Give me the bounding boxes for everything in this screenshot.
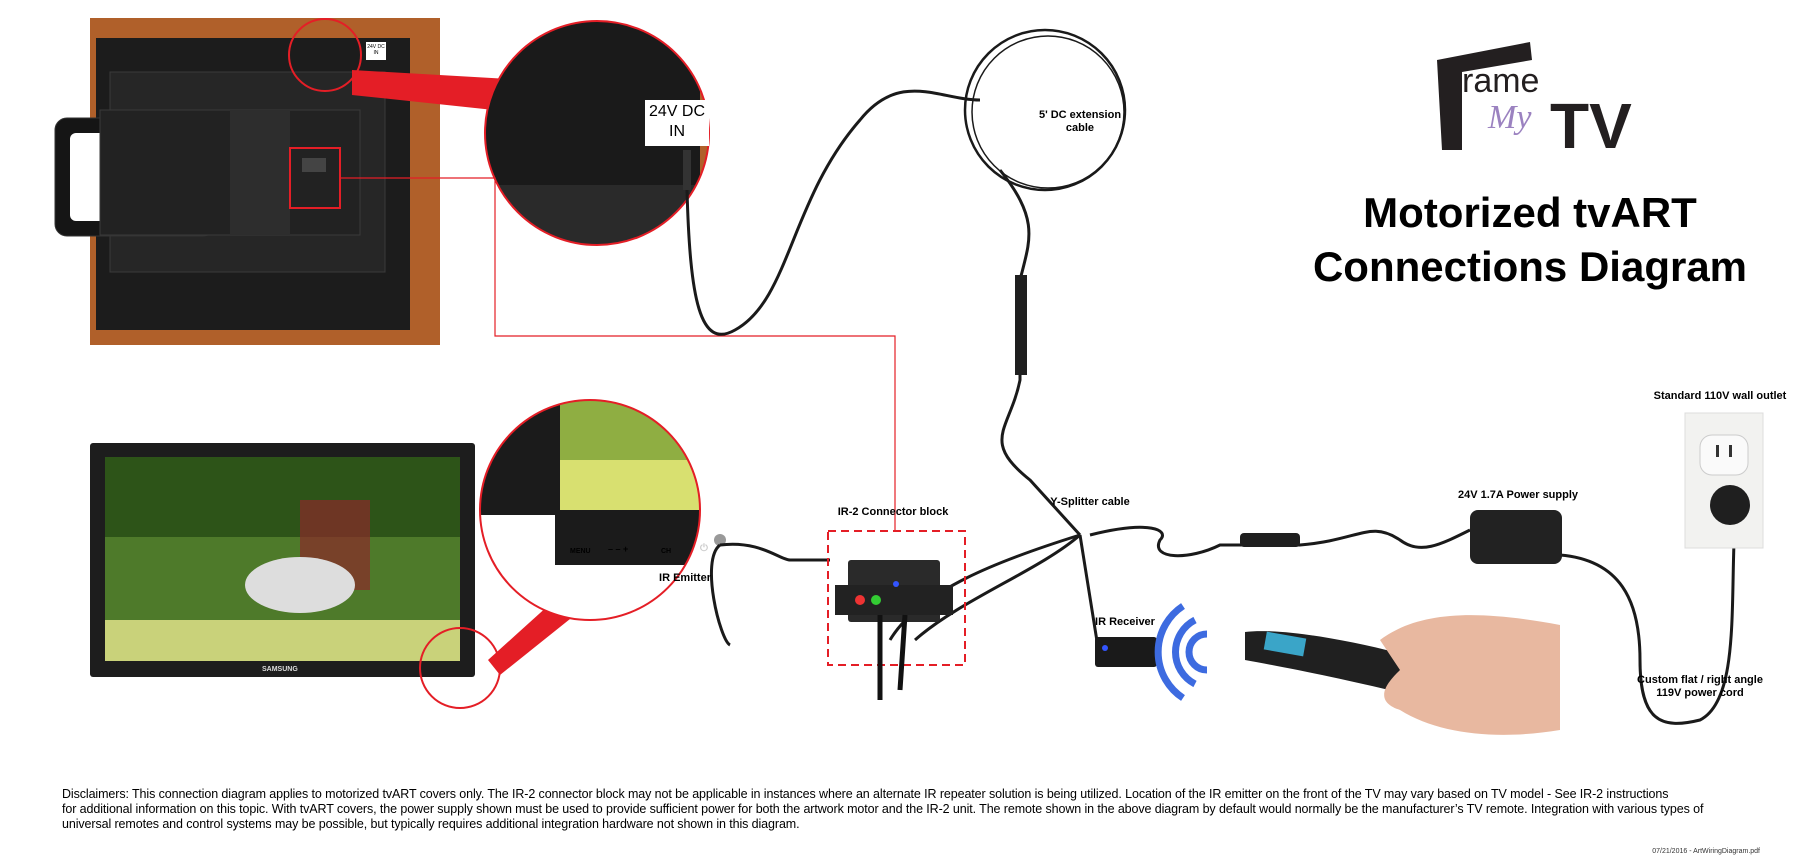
ir-receiver xyxy=(1095,637,1157,667)
callout-line-ir2 xyxy=(340,177,896,530)
label-ir-emitter: IR Emitter xyxy=(659,572,711,584)
label-dc-extension-line2: cable xyxy=(1065,122,1095,134)
frame-my-tv-logo: rame My TV xyxy=(1437,42,1632,162)
label-ir2-block: IR-2 Connector block xyxy=(837,506,949,518)
tv-brand: SAMSUNG xyxy=(262,666,298,673)
tv-front xyxy=(90,443,501,709)
tv-ch-label: CH xyxy=(661,548,672,555)
svg-text:My: My xyxy=(1487,99,1532,136)
label-wall-outlet: Standard 110V wall outlet xyxy=(1653,390,1787,402)
disclaimer-line3: universal remotes and control systems ma… xyxy=(62,817,800,831)
tv-menu-label: MENU xyxy=(570,548,591,555)
dc-connector xyxy=(1015,275,1027,375)
barrel-connector xyxy=(1240,533,1300,547)
tv-power-icon: ⏻ xyxy=(700,543,708,554)
power-supply xyxy=(1470,510,1562,564)
label-power-cord: Custom flat / right angle 119V power cor… xyxy=(1620,674,1780,700)
label-ir-receiver: IR Receiver xyxy=(1095,616,1155,628)
svg-text:TV: TV xyxy=(1550,90,1632,162)
label-power-cord-line2: 119V power cord xyxy=(1656,687,1744,699)
remote-control xyxy=(1245,615,1560,735)
framed-tv-back xyxy=(54,18,440,345)
label-dc-extension: 5' DC extension cable xyxy=(1030,109,1130,135)
disclaimer: Disclaimers: This connection diagram app… xyxy=(62,787,1762,832)
callout-wedge-bottom xyxy=(488,595,575,675)
wall-outlet xyxy=(1684,412,1764,549)
label-y-splitter: Y-Splitter cable xyxy=(1050,496,1130,508)
ir-wave-icon xyxy=(1154,603,1208,701)
disclaimer-line2: for additional information on this topic… xyxy=(62,802,1704,816)
title-line2: Connections Diagram xyxy=(1312,243,1748,290)
dc-in-line2: IN xyxy=(669,123,685,140)
label-power-supply: 24V 1.7A Power supply xyxy=(1457,489,1579,501)
label-power-cord-line1: Custom flat / right angle xyxy=(1637,674,1763,686)
ir2-connector-block xyxy=(827,530,966,700)
page-title: Motorized tvART Connections Diagram xyxy=(1290,186,1770,294)
label-dc-extension-line1: 5' DC extension xyxy=(1038,109,1122,121)
svg-text:rame: rame xyxy=(1462,62,1539,100)
dc-in-label-small: 24V DC IN xyxy=(367,44,385,56)
dc-in-label: 24V DC IN xyxy=(645,100,709,146)
callout-circle-ir-emitter xyxy=(479,399,726,621)
tv-volume-label: – – + xyxy=(608,544,629,554)
title-line1: Motorized tvART xyxy=(1363,189,1697,236)
footer-filename: 07/21/2016 - ArtWiringDiagram.pdf xyxy=(1652,848,1760,855)
dc-in-line1: 24V DC xyxy=(648,103,706,120)
disclaimer-line1: Disclaimers: This connection diagram app… xyxy=(62,787,1669,801)
